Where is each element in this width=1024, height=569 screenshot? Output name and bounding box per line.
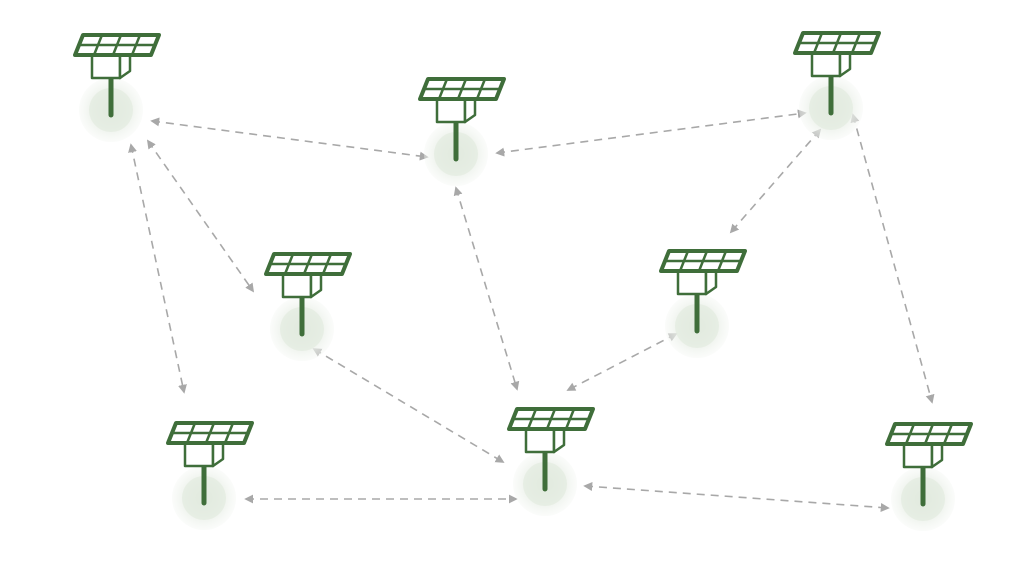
links-layer: [128, 109, 935, 512]
solar-panel-sensor-icon: [73, 33, 161, 118]
node-bottom-left: [166, 421, 254, 530]
solar-panel-sensor-icon: [885, 422, 973, 507]
node-top-left: [73, 33, 161, 142]
link-n1-n4: [146, 139, 255, 293]
solar-panel-sensor-icon: [793, 31, 881, 116]
nodes-layer: [73, 31, 973, 531]
link-n2-n3: [495, 109, 807, 157]
link-n3-n5: [729, 128, 822, 234]
node-mid-left: [264, 252, 352, 361]
solar-panel-sensor-icon: [418, 77, 506, 162]
solar-panel-sensor-icon: [264, 252, 352, 337]
node-bottom-right: [885, 422, 973, 531]
link-n4-n7: [312, 348, 505, 463]
node-top-center: [418, 77, 506, 186]
solar-panel-sensor-icon: [166, 421, 254, 506]
solar-panel-sensor-icon: [659, 249, 747, 334]
node-top-right: [793, 31, 881, 140]
link-n2-n7: [453, 186, 520, 391]
link-n1-n6: [128, 143, 187, 394]
link-n3-n8: [850, 113, 935, 404]
node-bottom-center: [507, 407, 595, 516]
link-n1-n2: [150, 117, 429, 161]
link-n5-n7: [566, 333, 678, 391]
node-mid-right: [659, 249, 747, 358]
link-n7-n8: [583, 482, 890, 512]
solar-panel-sensor-icon: [507, 407, 595, 492]
